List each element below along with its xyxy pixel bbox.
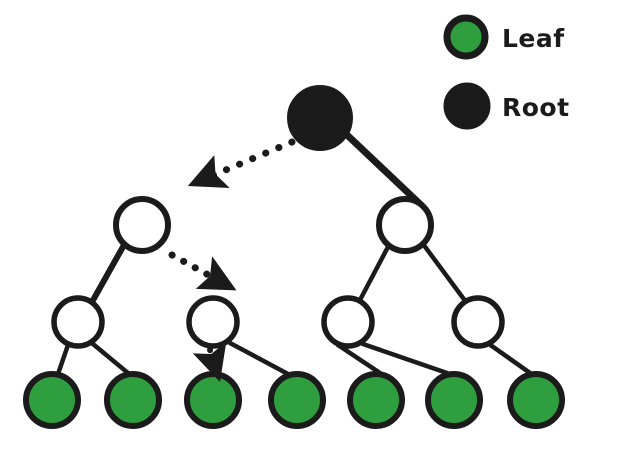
edge-ll-to-leaf-2 (90, 341, 131, 376)
internal-node-left[interactable] (113, 196, 171, 254)
leaf-node-3[interactable] (184, 371, 242, 429)
leaf-node-7[interactable] (507, 371, 565, 429)
path-arrow-layer (168, 138, 296, 383)
internal-node-right-right[interactable] (451, 295, 505, 349)
leaf-node-2[interactable] (104, 371, 162, 429)
path-arrow-left-to-left-right (168, 251, 237, 291)
edge-root-to-right-child (341, 129, 425, 209)
edge-right-to-right-left-child (357, 242, 392, 303)
leaf-node-4[interactable] (268, 371, 326, 429)
root-node[interactable] (287, 85, 353, 151)
legend: Leaf Root (443, 14, 570, 130)
edge-rl-to-leaf-6 (360, 341, 450, 376)
legend-root-label: Root (502, 93, 570, 122)
leaf-node-1[interactable] (23, 371, 81, 429)
legend-item-root[interactable]: Root (443, 82, 570, 130)
edge-right-to-right-right-child (420, 241, 469, 305)
internal-node-left-right[interactable] (186, 295, 240, 349)
edge-rr-to-leaf-7 (486, 341, 533, 376)
legend-root-swatch-icon (443, 82, 491, 130)
edge-rl-to-leaf-5 (335, 342, 383, 376)
internal-node-right-left[interactable] (321, 295, 375, 349)
edge-left-to-left-left-child (89, 242, 127, 305)
edge-lr-to-leaf-4 (227, 340, 291, 377)
internal-node-layer-2 (113, 196, 434, 254)
root-node-layer (287, 85, 353, 151)
edge-ll-to-leaf-1 (55, 342, 71, 377)
internal-node-layer-3 (51, 295, 505, 349)
leaf-node-layer (23, 371, 565, 429)
legend-leaf-label: Leaf (502, 24, 565, 53)
legend-leaf-swatch-icon (443, 14, 489, 60)
legend-item-leaf[interactable]: Leaf (443, 14, 565, 60)
internal-node-right[interactable] (376, 196, 434, 254)
leaf-node-6[interactable] (425, 371, 483, 429)
internal-node-left-left[interactable] (51, 295, 105, 349)
leaf-node-5[interactable] (347, 371, 405, 429)
edge-layer (55, 129, 533, 377)
path-arrow-root-to-left (187, 138, 296, 189)
path-arrow-left-right-to-leaf-3 (192, 341, 227, 383)
